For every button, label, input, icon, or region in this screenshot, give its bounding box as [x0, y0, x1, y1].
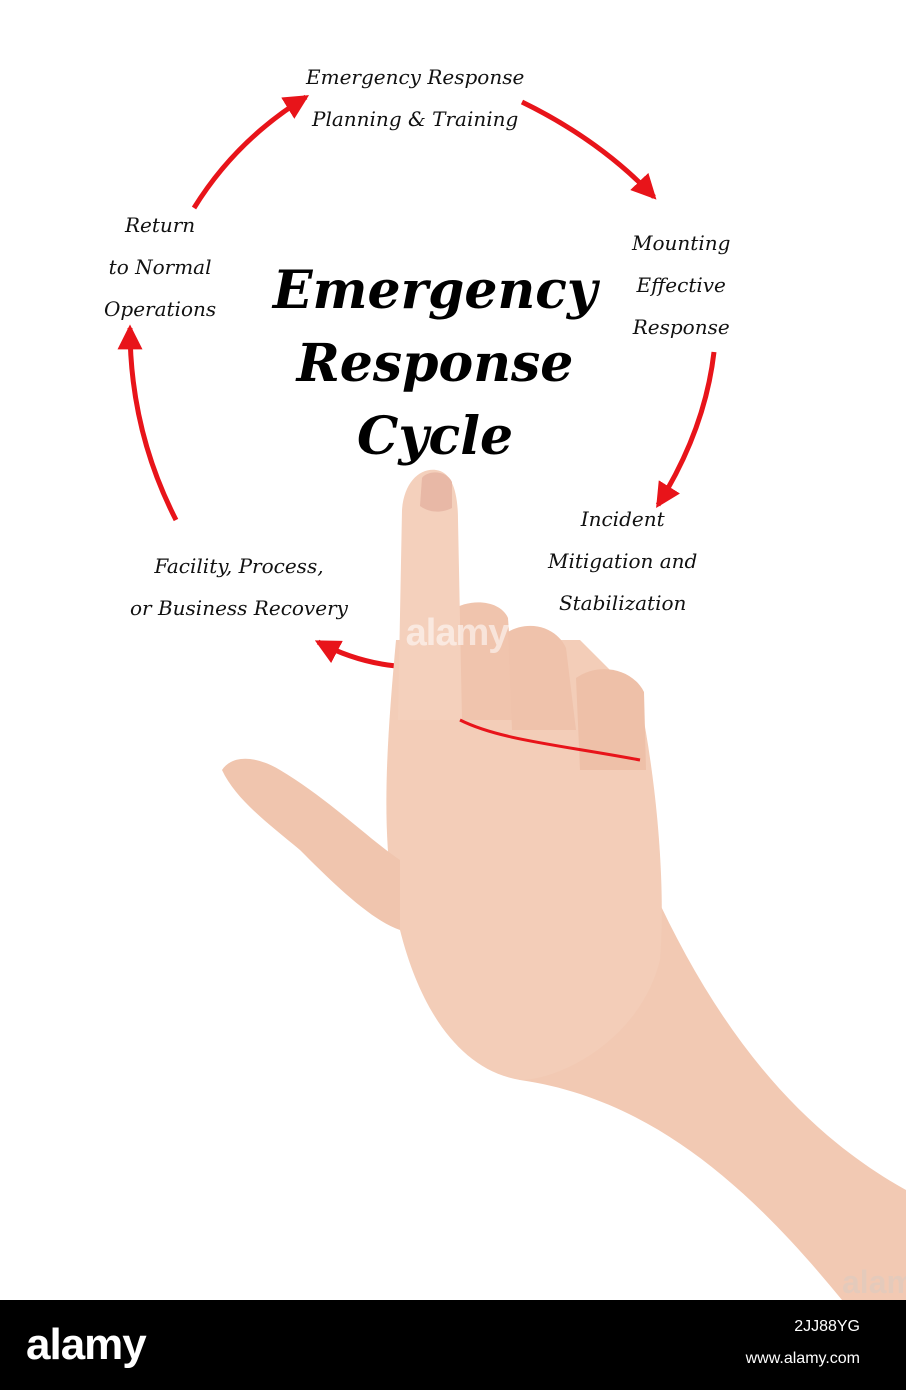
arrow-return-to-planning [191, 94, 310, 210]
step-line: Return [124, 213, 196, 237]
footer-brand-logo: alamy [26, 1320, 147, 1369]
arrow-recovery-to-return [117, 324, 179, 522]
diagram-title: Emergency Response Cycle [250, 254, 620, 473]
cycle-arrows [117, 94, 906, 1300]
diagram-canvas: Emergency Response Cycle Emergency Respo… [104, 56, 906, 1300]
step-incident-mitigation: Incident Mitigation and Stabilization [548, 498, 697, 624]
index-fingernail [420, 472, 452, 512]
step-line: Stabilization [558, 591, 687, 615]
step-line: Response [632, 315, 730, 339]
step-line: Incident [580, 507, 665, 531]
arrow-mitigation-to-recovery [314, 639, 397, 669]
title-line: Response [296, 333, 574, 394]
title-line: Cycle [356, 406, 514, 467]
step-line: Mitigation and [548, 549, 698, 573]
thumb [222, 758, 400, 930]
step-return-to-normal: Return to Normal Operations [104, 204, 216, 330]
footer-bar: alamy 2JJ88YG www.alamy.com [0, 1300, 906, 1390]
footer-site-url: www.alamy.com [745, 1350, 860, 1367]
step-line: Operations [104, 297, 217, 321]
pointing-hand-image [222, 469, 906, 1300]
footer-image-id: 2JJ88YG [794, 1318, 860, 1335]
ring-finger [508, 625, 576, 730]
watermark-corner: alamy [842, 1264, 906, 1300]
knuckle-shading [459, 718, 641, 762]
step-line: to Normal [108, 255, 212, 279]
little-finger [576, 669, 646, 770]
watermark-center: alamy [405, 612, 510, 654]
step-mounting-response: Mounting Effective Response [632, 222, 730, 348]
step-line: Planning & Training [312, 107, 519, 131]
step-line: Emergency Response [306, 65, 525, 89]
step-line: Effective [636, 273, 726, 297]
index-finger [398, 469, 462, 720]
arrow-mounting-to-mitigation [655, 351, 717, 509]
arrow-planning-to-mounting [520, 99, 657, 200]
step-line: Mounting [632, 231, 731, 255]
step-planning-training: Emergency Response Planning & Training [306, 56, 524, 140]
step-line: Facility, Process, [154, 554, 324, 578]
middle-finger [452, 602, 515, 720]
step-business-recovery: Facility, Process, or Business Recovery [130, 545, 348, 629]
step-line: or Business Recovery [130, 596, 348, 620]
title-line: Emergency [272, 260, 598, 321]
